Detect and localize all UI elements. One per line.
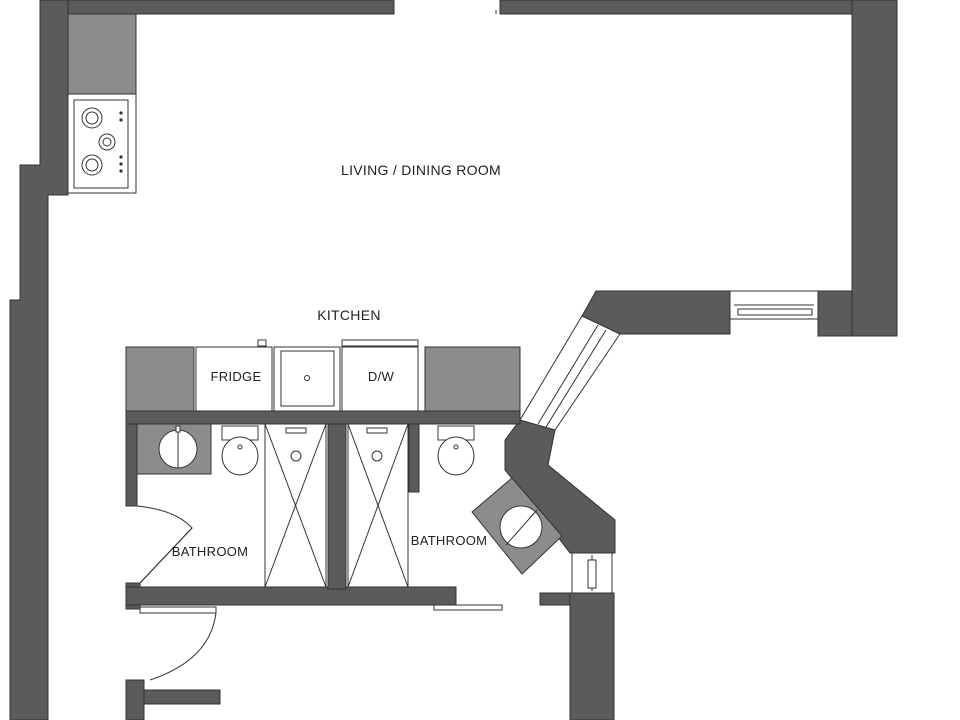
wall-entry-stub: [125, 679, 145, 720]
wall-stub: [539, 592, 571, 606]
counter-top-left: [67, 13, 137, 95]
sink-icon: [280, 350, 335, 407]
wall-bath-divider: [327, 423, 347, 590]
label-living-dining: LIVING / DINING ROOM: [341, 162, 501, 178]
shower-right: [347, 423, 409, 588]
wall-bath-top: [125, 410, 521, 425]
dishwasher: [341, 346, 419, 412]
wall-bath-left: [125, 423, 138, 507]
fridge: [195, 346, 273, 412]
label-bathroom-left: BATHROOM: [172, 544, 249, 559]
wall-top-left: [67, 0, 395, 15]
kitchen-lower: [125, 339, 521, 412]
wall-bath-bottom: [125, 586, 457, 606]
wall-left: [9, 0, 69, 720]
wall-bath-right-stub: [408, 423, 420, 493]
exterior-walls: [9, 0, 898, 720]
kitchen-upper: [67, 13, 137, 194]
wall-entry-ledge: [143, 689, 221, 705]
label-bathroom-right: BATHROOM: [411, 533, 488, 548]
vanity-right: [471, 477, 563, 575]
door-bath-right: [433, 604, 503, 611]
doors: [139, 604, 503, 681]
wall-right-lower: [817, 290, 853, 337]
wall-top-right: [499, 0, 853, 15]
label-fridge: FRIDGE: [211, 369, 262, 384]
windows: [495, 10, 819, 594]
basin-icon: [499, 505, 543, 549]
counter-left: [125, 346, 195, 412]
bathroom-right-fixtures: [347, 423, 563, 588]
hob-burner-icon: [81, 107, 116, 176]
toilet-icon: [437, 425, 475, 476]
counter-right: [424, 346, 521, 412]
label-dishwasher: D/W: [368, 369, 395, 384]
window-angled: [519, 315, 621, 431]
wall-right: [851, 0, 898, 337]
shower-left: [264, 423, 327, 588]
toilet-icon: [221, 425, 259, 476]
door-left-bath: [136, 505, 193, 584]
label-kitchen: KITCHEN: [317, 307, 381, 323]
door-entry: [139, 606, 217, 681]
wall-right-bottom: [569, 592, 615, 720]
room-labels: LIVING / DINING ROOM KITCHEN FRIDGE D/W …: [172, 162, 501, 559]
bathroom-left-fixtures: [136, 423, 327, 588]
wall-angled-top: [581, 290, 731, 335]
